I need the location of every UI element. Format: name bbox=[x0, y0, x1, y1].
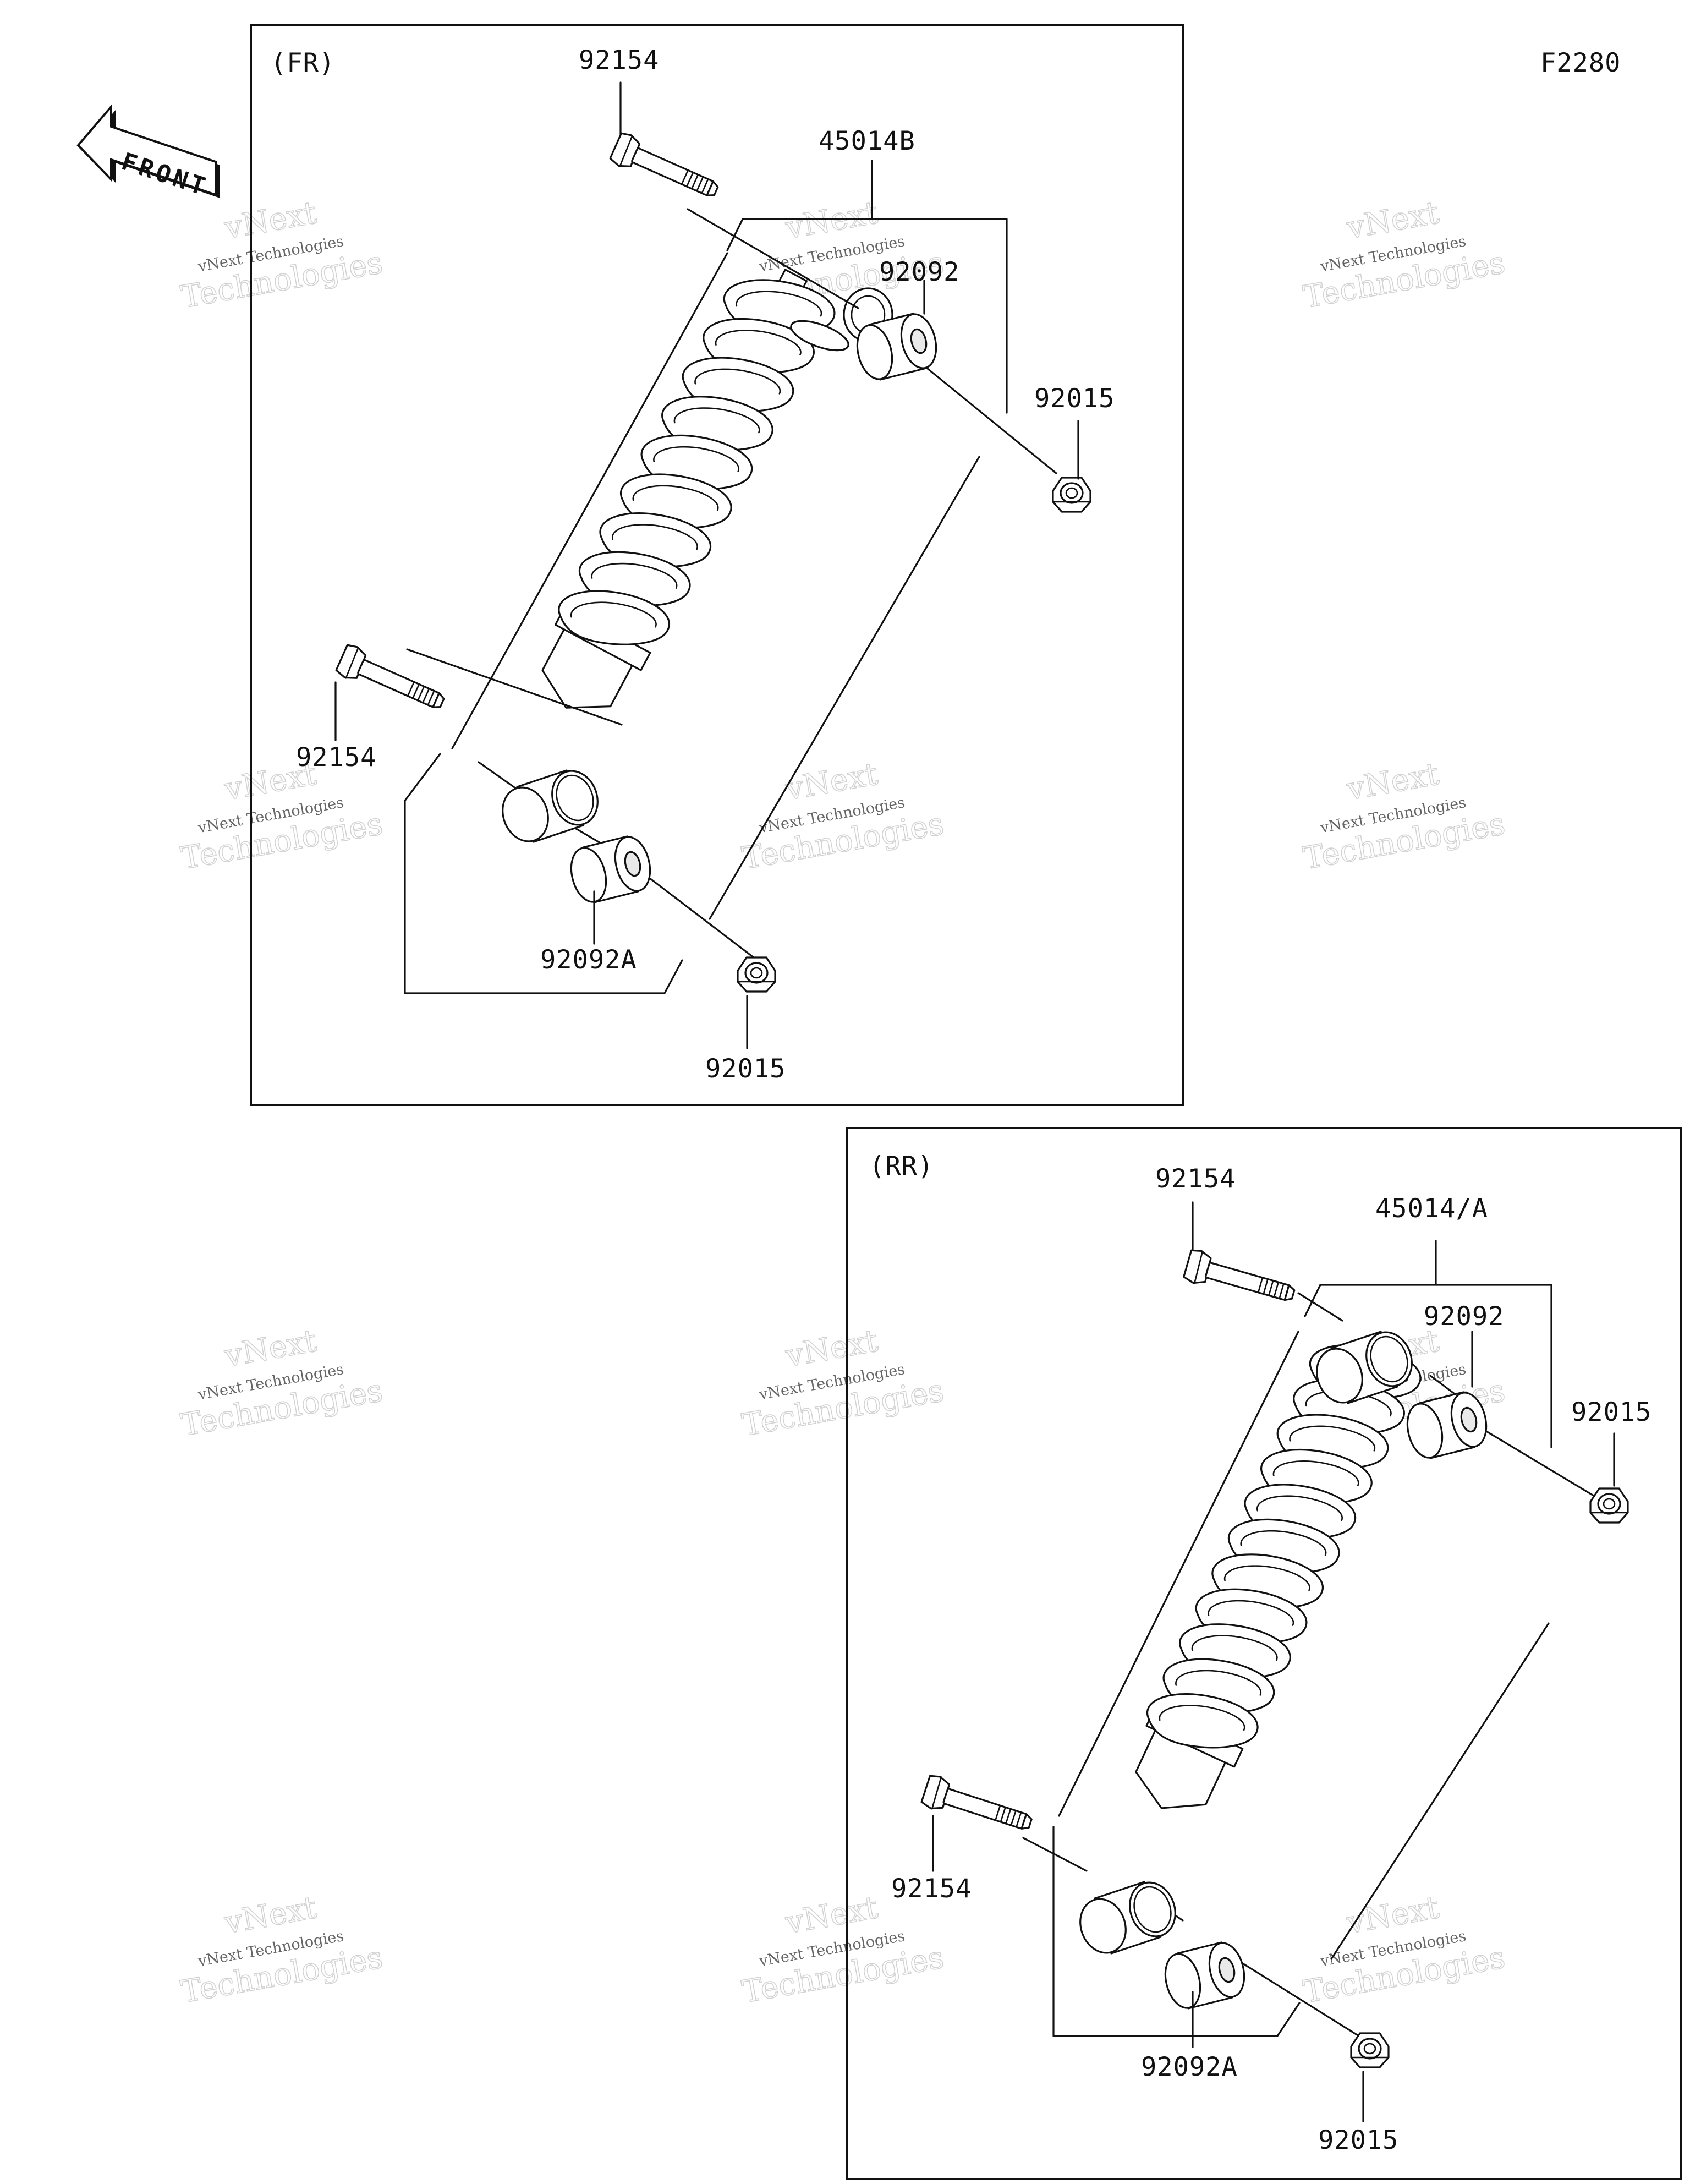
svg-text:vNext: vNext bbox=[1344, 195, 1442, 246]
svg-text:vNext: vNext bbox=[783, 756, 881, 807]
callout-bushing-top: 92092 bbox=[879, 257, 959, 287]
callout-bolt-bottom: 92154 bbox=[891, 1874, 972, 1904]
svg-text:vNext: vNext bbox=[222, 1890, 320, 1941]
svg-text:vNext: vNext bbox=[783, 1890, 881, 1941]
shock-absorber bbox=[541, 269, 893, 709]
nut-icon bbox=[1589, 1487, 1629, 1524]
svg-text:vNext: vNext bbox=[222, 195, 320, 246]
nut-icon bbox=[1350, 2032, 1390, 2068]
panel-frame bbox=[846, 1127, 1682, 2180]
collar-icon bbox=[1072, 1875, 1184, 1961]
assembly-bracket bbox=[1052, 1240, 1552, 2037]
panel-rear: (RR) 45014/A bbox=[846, 1127, 1682, 2180]
bolt-icon bbox=[334, 642, 450, 719]
watermark: vNext vNext Technologies Technologies bbox=[739, 1322, 947, 1444]
watermark: vNext vNext Technologies Technologies bbox=[1300, 1889, 1508, 2011]
svg-text:vNext: vNext bbox=[222, 1323, 320, 1374]
callout-bushing-top: 92092 bbox=[1424, 1301, 1504, 1332]
panel-front: (FR) 45014B bbox=[250, 24, 1184, 1106]
assembly-bracket bbox=[404, 160, 1008, 994]
axis-line-top-right bbox=[1484, 1430, 1596, 1498]
watermark: vNext vNext Technologies Technologies bbox=[178, 1322, 386, 1444]
bolt-icon bbox=[1182, 1247, 1299, 1311]
axis-line-bottom bbox=[1022, 1837, 1088, 1872]
front-arrow-icon: FRONT bbox=[76, 103, 220, 202]
watermark: vNext vNext Technologies Technologies bbox=[178, 194, 386, 316]
watermark: vNext vNext Technologies Technologies bbox=[739, 756, 947, 877]
bolt-icon bbox=[919, 1772, 1036, 1840]
nut-icon bbox=[737, 956, 776, 993]
svg-text:vNext: vNext bbox=[1344, 756, 1442, 807]
callout-bolt-top: 92154 bbox=[1155, 1164, 1236, 1194]
axis-line-top bbox=[1297, 1292, 1343, 1322]
watermark: vNext vNext Technologies Technologies bbox=[1300, 756, 1508, 877]
axis-line-bottom bbox=[1226, 1952, 1360, 2037]
callout-assembly: 45014B bbox=[819, 126, 915, 156]
svg-text:vNext: vNext bbox=[783, 1323, 881, 1374]
callout-nut-top: 92015 bbox=[1034, 384, 1115, 414]
svg-text:vNext: vNext bbox=[783, 195, 881, 246]
shock-absorber bbox=[1135, 1344, 1422, 1809]
bolt-icon bbox=[608, 130, 724, 207]
callout-bolt-top: 92154 bbox=[579, 45, 659, 75]
watermark-grid: vNext vNext Technologies Technologies vN… bbox=[178, 194, 1508, 2011]
panel-title: (RR) bbox=[869, 1151, 934, 1181]
axis-line-top bbox=[687, 208, 859, 309]
callout-bolt-bottom: 92154 bbox=[296, 742, 376, 773]
bushing-icon bbox=[565, 832, 656, 907]
bushing-icon bbox=[1159, 1938, 1250, 2013]
watermark: vNext vNext Technologies Technologies bbox=[178, 1889, 386, 2011]
callout-bushing-bottom: 92092A bbox=[540, 945, 637, 975]
callout-nut-top: 92015 bbox=[1571, 1397, 1651, 1427]
callout-assembly: 45014/A bbox=[1375, 1194, 1488, 1224]
leader-line bbox=[406, 648, 623, 726]
callout-nut-bottom: 92015 bbox=[705, 1054, 786, 1084]
panel-title: (FR) bbox=[271, 48, 335, 78]
callout-nut-bottom: 92015 bbox=[1318, 2125, 1398, 2155]
figure-code: F2280 bbox=[1540, 48, 1621, 78]
watermark: vNext vNext Technologies Technologies bbox=[1300, 194, 1508, 316]
axis-line-bottom bbox=[637, 868, 755, 959]
panel-frame bbox=[250, 24, 1184, 1106]
nut-icon bbox=[1052, 477, 1091, 513]
callout-bushing-bottom: 92092A bbox=[1141, 2052, 1238, 2082]
